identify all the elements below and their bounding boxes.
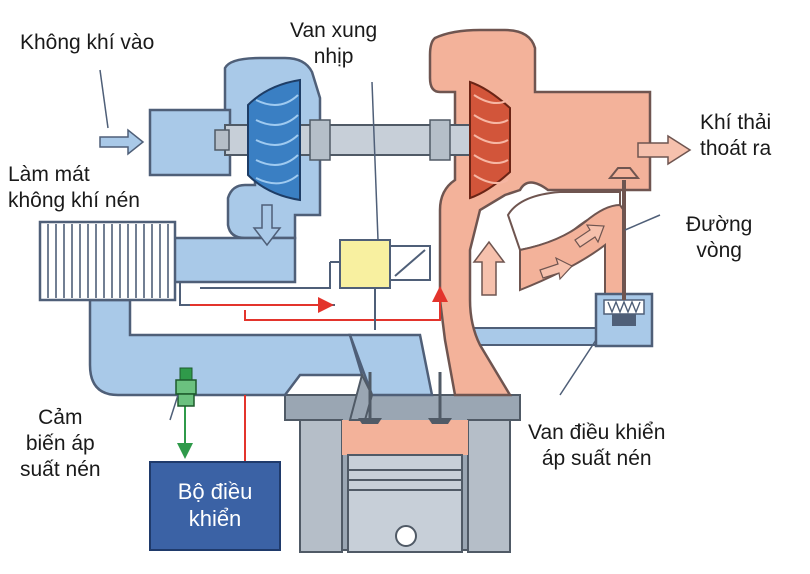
pulse-valve [339,239,431,289]
intercooler [38,220,177,302]
flow-arrows [99,128,692,296]
ecu-box [149,461,281,551]
signal-lines [177,261,448,462]
engine-valves [348,372,452,424]
label-air-in: Không khí vào [20,31,155,54]
compressor-wheel [247,78,301,202]
piston [347,454,463,553]
pressure-sensor [175,367,197,407]
turbine-wheel [469,80,511,200]
leader-lines [99,69,661,421]
